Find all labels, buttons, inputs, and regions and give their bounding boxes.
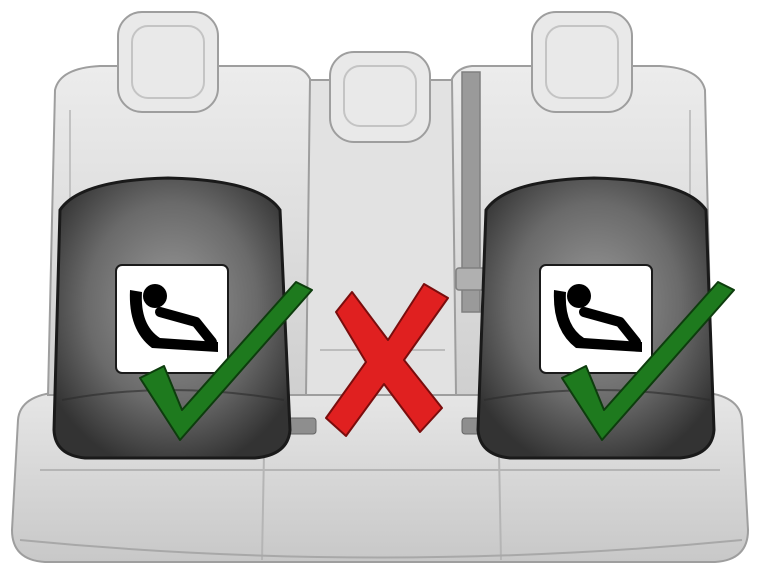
center-headrest [330,52,430,142]
seat-belt-buckle [456,268,486,290]
child-seat-icon [540,265,652,373]
child-seat-icon [116,265,228,373]
left-headrest [118,12,218,112]
right-headrest [532,12,632,112]
